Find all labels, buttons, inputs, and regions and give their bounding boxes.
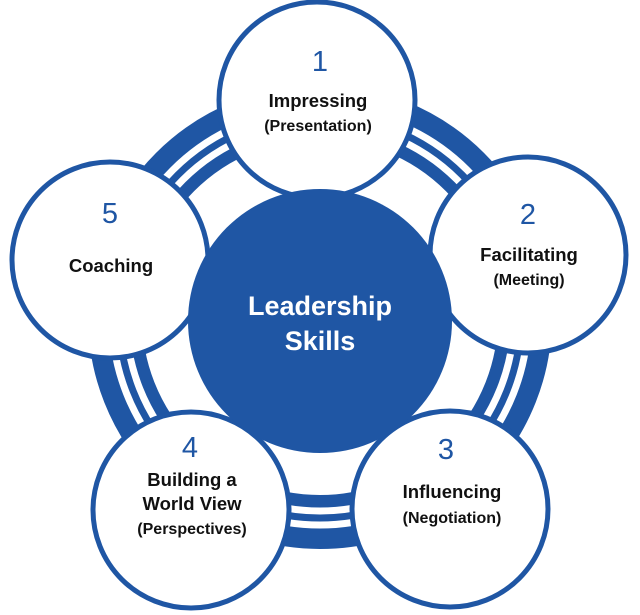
center-title-line1: Leadership [248,291,392,321]
skill-label-3: Influencing [403,481,502,502]
skill-number-5: 5 [102,198,118,230]
skill-node-5: 5 Coaching [9,159,211,361]
skill-sublabel-1: (Presentation) [264,118,372,135]
skill-sublabel-2: (Meeting) [493,272,564,289]
skill-label-4b: World View [142,493,242,514]
skill-number-3: 3 [438,434,454,466]
skill-label-2: Facilitating [480,244,578,265]
skill-circle-4 [90,409,292,611]
skill-sublabel-4: (Perspectives) [137,521,246,538]
skill-label-1: Impressing [269,90,368,111]
skill-number-4: 4 [182,432,198,464]
center-circle [188,189,452,453]
skill-node-4: 4 Building a World View (Perspectives) [90,409,292,611]
center-hub: Leadership Skills [188,189,452,453]
skill-node-1: 1 Impressing (Presentation) [216,0,418,201]
skill-number-2: 2 [520,199,536,231]
skill-circle-3 [349,408,551,610]
skill-node-3: 3 Influencing (Negotiation) [349,408,551,610]
skill-label-5: Coaching [69,255,153,276]
skill-sublabel-3: (Negotiation) [403,510,502,527]
skill-number-1: 1 [312,46,328,78]
skill-label-4a: Building a [147,469,237,490]
skill-node-2: 2 Facilitating (Meeting) [427,154,629,356]
center-title-line2: Skills [285,326,356,356]
